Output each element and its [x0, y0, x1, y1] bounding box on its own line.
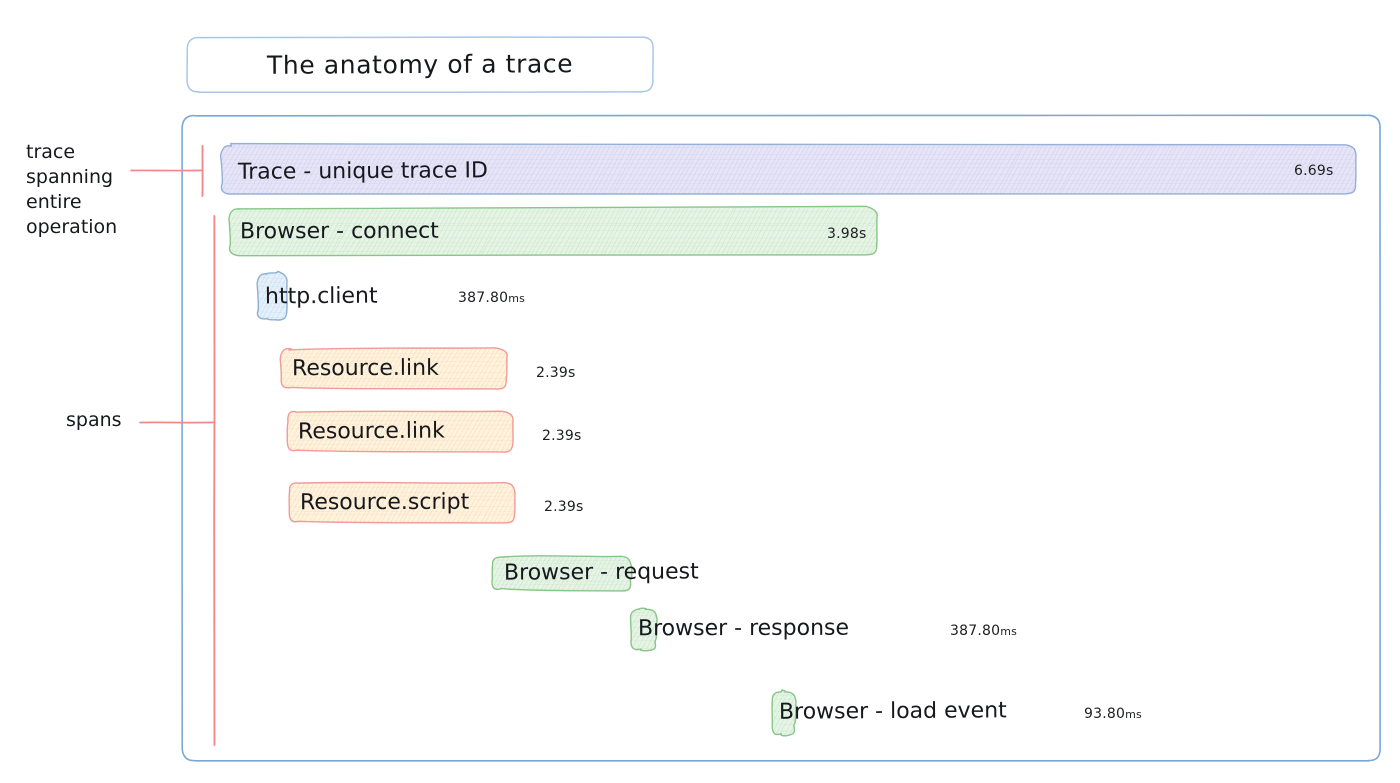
span-label: Browser - load event	[778, 698, 1007, 725]
span-duration: 3.98s	[827, 226, 867, 242]
span-label: http.client	[264, 283, 378, 310]
span-label: Resource.link	[291, 355, 439, 382]
span-duration: 93.80ms	[1084, 707, 1142, 721]
span-duration-unit: ms	[1125, 708, 1142, 721]
span-duration: 2.39s	[544, 499, 584, 515]
span-duration: 387.80ms	[950, 624, 1017, 638]
trace-container	[181, 114, 1382, 762]
span-duration: 2.39s	[536, 365, 576, 381]
span-duration-value: 93.80	[1084, 706, 1126, 722]
span-label: Resource.script	[299, 489, 470, 516]
span-duration: 6.69s	[1294, 163, 1334, 179]
span-label: Browser - response	[637, 615, 850, 642]
trace-annotation: trace spanning entire operation	[26, 141, 118, 238]
page-title: The anatomy of a trace	[266, 49, 574, 80]
span-duration-value: 387.80	[950, 623, 1001, 639]
span-duration: 387.80ms	[458, 291, 525, 305]
span-label: Browser - connect	[239, 218, 439, 245]
title-card: The anatomy of a trace	[186, 36, 654, 93]
span-duration: 2.39s	[542, 428, 582, 444]
span-duration-value: 387.80	[458, 290, 509, 306]
span-label: Resource.link	[297, 418, 445, 445]
trace-container-border	[181, 114, 1381, 762]
span-duration-unit: ms	[1000, 625, 1018, 638]
spans-annotation: spans	[66, 409, 122, 431]
span-duration-unit: ms	[508, 292, 526, 305]
span-label: Browser - request	[503, 559, 699, 586]
title-card-border	[186, 36, 654, 93]
span-label: Trace - unique trace ID	[237, 158, 489, 185]
